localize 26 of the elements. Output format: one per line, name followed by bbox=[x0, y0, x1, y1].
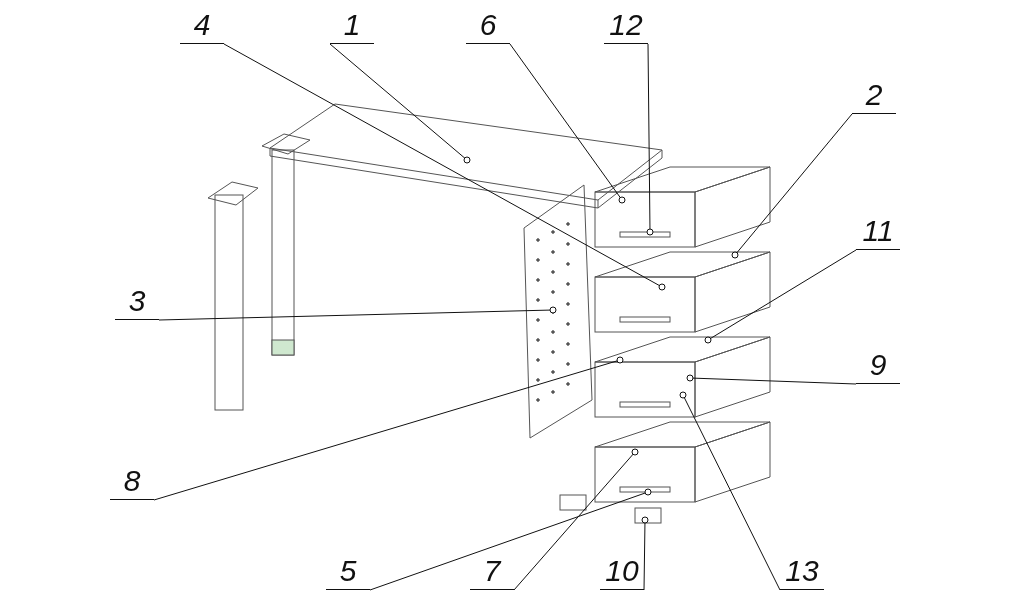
callout-number: 4 bbox=[180, 6, 224, 44]
callout-number: 12 bbox=[604, 6, 648, 44]
leader-line bbox=[679, 391, 781, 591]
leader-line bbox=[686, 374, 857, 385]
callout-number: 11 bbox=[856, 212, 900, 250]
callout-number: 6 bbox=[466, 6, 510, 44]
callout-number: 9 bbox=[856, 346, 900, 384]
callout-number: 8 bbox=[110, 462, 154, 500]
callout-number: 3 bbox=[115, 282, 159, 320]
leader-line bbox=[704, 249, 857, 344]
callout-number: 10 bbox=[600, 552, 644, 590]
leader-line bbox=[329, 43, 471, 164]
leader-line bbox=[223, 43, 666, 291]
callout-number: 1 bbox=[330, 6, 374, 44]
callout-number: 2 bbox=[852, 76, 896, 114]
leader-line bbox=[158, 306, 557, 321]
leader-line bbox=[641, 516, 649, 591]
callout-number: 7 bbox=[470, 552, 514, 590]
leader-line bbox=[509, 43, 626, 204]
callout-number: 5 bbox=[326, 552, 370, 590]
leader-line bbox=[646, 43, 654, 236]
leader-line bbox=[369, 488, 652, 591]
leader-line bbox=[513, 448, 639, 591]
leader-line bbox=[731, 113, 853, 259]
leader-line bbox=[153, 356, 624, 501]
callout-number: 13 bbox=[780, 552, 824, 590]
